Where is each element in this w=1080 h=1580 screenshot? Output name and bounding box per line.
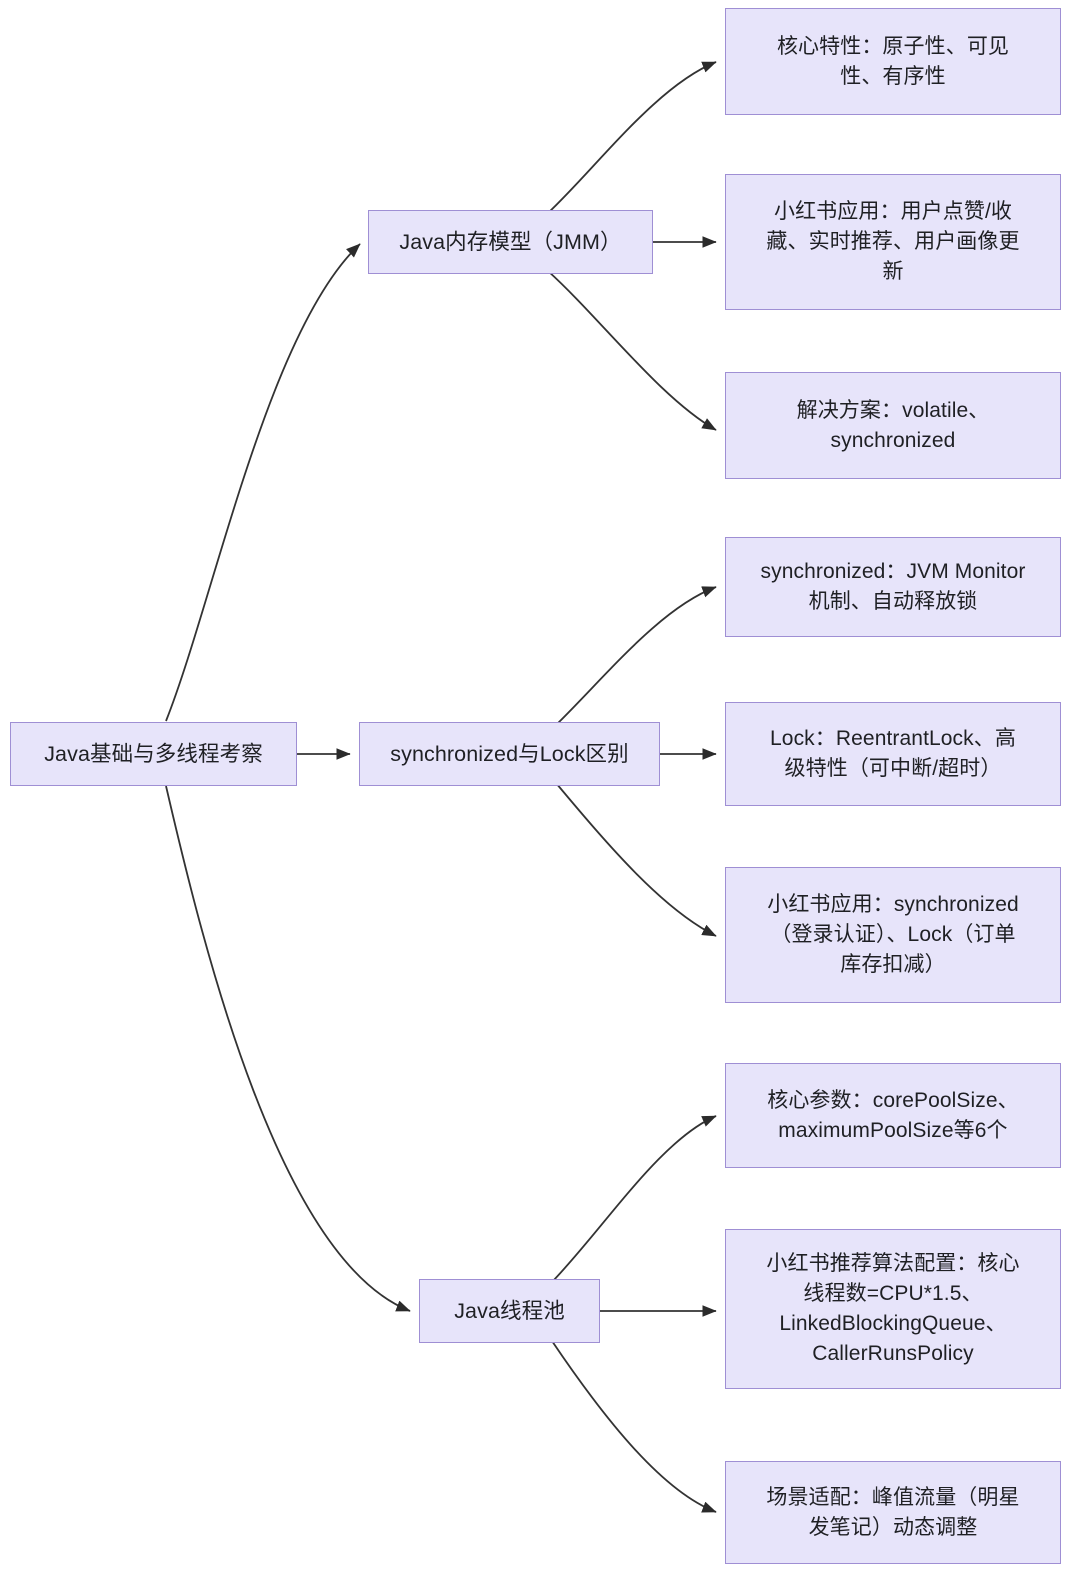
edge-synclock-to-leaf-1 — [555, 586, 717, 726]
node-branch-sync-lock-label: synchronized与Lock区别 — [390, 741, 629, 766]
edge-jmm-to-leaf-1 — [547, 61, 717, 214]
node-root[interactable]: Java基础与多线程考察 — [10, 722, 297, 786]
node-leaf-threadpool-scenario-label: 场景适配：峰值流量（明星 发笔记）动态调整 — [766, 1485, 1020, 1539]
node-branch-jmm-label: Java内存模型（JMM） — [399, 229, 622, 254]
node-leaf-threadpool-xhs-config[interactable]: 小红书推荐算法配置：核心 线程数=CPU*1.5、 LinkedBlocking… — [725, 1229, 1061, 1389]
node-leaf-threadpool-core-params-label: 核心参数：corePoolSize、 maximumPoolSize等6个 — [767, 1088, 1019, 1142]
node-leaf-synclock-xhs-application[interactable]: 小红书应用：synchronized （登录认证）、Lock（订单 库存扣减） — [725, 867, 1061, 1003]
node-leaf-synchronized-monitor-label: synchronized：JVM Monitor 机制、自动释放锁 — [760, 560, 1026, 613]
edge-synclock-to-leaf-3 — [555, 782, 717, 937]
node-leaf-synchronized-monitor[interactable]: synchronized：JVM Monitor 机制、自动释放锁 — [725, 537, 1061, 637]
node-branch-threadpool-label: Java线程池 — [454, 1298, 565, 1323]
node-leaf-lock-reentrantlock-label: Lock：ReentrantLock、高 级特性（可中断/超时） — [770, 727, 1016, 780]
node-branch-sync-lock[interactable]: synchronized与Lock区别 — [359, 722, 660, 786]
node-leaf-synclock-xhs-application-label: 小红书应用：synchronized （登录认证）、Lock（订单 库存扣减） — [767, 893, 1019, 976]
node-branch-jmm[interactable]: Java内存模型（JMM） — [368, 210, 653, 274]
node-branch-threadpool[interactable]: Java线程池 — [419, 1279, 600, 1343]
node-leaf-lock-reentrantlock[interactable]: Lock：ReentrantLock、高 级特性（可中断/超时） — [725, 702, 1061, 806]
node-leaf-jmm-xhs-application[interactable]: 小红书应用：用户点赞/收 藏、实时推荐、用户画像更 新 — [725, 174, 1061, 310]
edge-jmm-to-leaf-3 — [547, 270, 717, 431]
node-root-label: Java基础与多线程考察 — [44, 741, 263, 766]
node-leaf-jmm-core-features[interactable]: 核心特性：原子性、可见 性、有序性 — [725, 8, 1061, 115]
node-leaf-threadpool-core-params[interactable]: 核心参数：corePoolSize、 maximumPoolSize等6个 — [725, 1063, 1061, 1168]
node-leaf-threadpool-scenario[interactable]: 场景适配：峰值流量（明星 发笔记）动态调整 — [725, 1461, 1061, 1564]
edge-root-to-jmm — [165, 243, 361, 722]
node-leaf-jmm-solutions-label: 解决方案：volatile、 synchronized — [796, 398, 990, 452]
node-leaf-jmm-xhs-application-label: 小红书应用：用户点赞/收 藏、实时推荐、用户画像更 新 — [766, 200, 1020, 283]
edge-root-to-threadpool — [165, 785, 411, 1312]
edge-threadpool-to-leaf-1 — [551, 1115, 717, 1283]
node-leaf-jmm-core-features-label: 核心特性：原子性、可见 性、有序性 — [776, 34, 1010, 88]
node-leaf-threadpool-xhs-config-label: 小红书推荐算法配置：核心 线程数=CPU*1.5、 LinkedBlocking… — [766, 1252, 1020, 1365]
edge-threadpool-to-leaf-3 — [551, 1340, 717, 1513]
node-leaf-jmm-solutions[interactable]: 解决方案：volatile、 synchronized — [725, 372, 1061, 479]
